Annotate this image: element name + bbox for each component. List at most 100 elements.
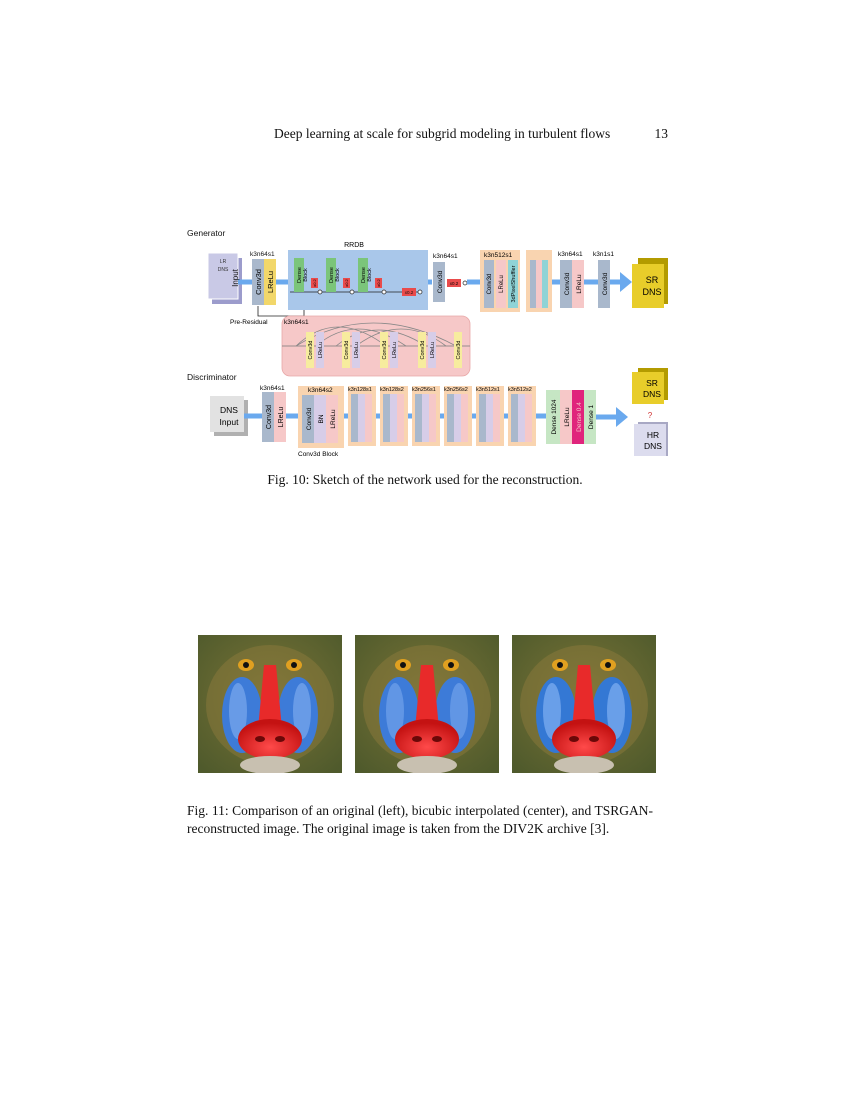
conv4-box — [598, 260, 610, 308]
dense-skip-arcs — [295, 322, 457, 347]
conv-block-label: Conv3d Block — [298, 451, 339, 458]
upsample2-c — [542, 260, 548, 308]
lr-label: LR — [220, 259, 227, 265]
conv1-box — [252, 259, 264, 305]
figure-11-images — [198, 635, 657, 773]
upsample-conv-label: Conv3d — [487, 274, 493, 295]
upsample-lrelu-label: LReLu — [499, 275, 505, 293]
disc-conv1-label: Conv3d — [266, 405, 273, 429]
lrelu1-label: LReLu — [266, 271, 275, 293]
lrelu3-label: LReLu — [576, 274, 583, 294]
block1-lrelu-label: LReLu — [330, 409, 337, 429]
dense-layer-2-label: LReLu — [318, 342, 324, 358]
disc-input-label: Input — [220, 417, 240, 427]
disc-hr-label: HR — [647, 430, 659, 440]
sum-node-1 — [317, 289, 323, 295]
conv2-spec: k3n64s1 — [433, 253, 458, 260]
discriminator-label: Discriminator — [187, 372, 237, 382]
dense-block-2-a: Dense — [329, 267, 335, 283]
dense-layer-1-label: Conv3d — [308, 341, 314, 360]
upsample-spec: k3n512s1 — [484, 252, 513, 259]
block6-spec: k3n512s1 — [476, 387, 500, 393]
sum-node-5 — [462, 280, 468, 286]
scale-label-5: x0.2 — [450, 281, 459, 286]
upsample2-b — [536, 260, 542, 308]
lrelu3-box — [572, 260, 584, 308]
block4-spec: k3n256s1 — [412, 387, 436, 393]
sum-node-2 — [349, 289, 355, 295]
generator-label: Generator — [187, 228, 225, 238]
dense-1-box — [584, 390, 596, 444]
block1-bn — [314, 395, 326, 443]
figure-10: Generator Discriminator LR DNS Input k3n… — [186, 226, 674, 462]
conv3-spec: k3n64s1 — [558, 251, 583, 258]
scale-label-1: x0.2 — [312, 278, 317, 286]
disc-lrelu-box — [560, 390, 572, 444]
dense-block-1-b: Block — [303, 268, 309, 282]
arrow-head-7 — [620, 272, 632, 292]
scale-label-3: x0.2 — [376, 278, 381, 286]
upsample-conv — [484, 260, 494, 308]
page-number: 13 — [654, 126, 669, 141]
block1-bn-label: BN — [318, 414, 325, 423]
dense-1024-box — [546, 390, 560, 444]
dense-layer-4 — [352, 332, 360, 368]
scale-box-3 — [375, 278, 382, 288]
disc-hr-dns-label: DNS — [644, 441, 662, 451]
dense-layer-5-label: Conv3d — [382, 341, 388, 360]
conv4-label: Conv3d — [602, 272, 609, 295]
block5-spec: k3n256s2 — [444, 387, 468, 393]
disc-lrelu1-label: LReLu — [278, 407, 285, 428]
scale-box-2 — [343, 278, 350, 288]
tsrgan-image — [512, 635, 656, 773]
dense-layer-5 — [380, 332, 388, 368]
conv3-label: Conv3d — [564, 272, 571, 295]
lrelu1-box — [264, 259, 276, 305]
dense-1024-label: Dense 1024 — [551, 399, 558, 434]
dns-input-box — [210, 396, 244, 432]
disc-lrelu1-box — [274, 392, 286, 442]
dns-label: DNS — [218, 267, 229, 273]
block1-conv-label: Conv3d — [306, 407, 313, 430]
dense-layer-7-label: Conv3d — [420, 341, 426, 360]
lr-input-front — [207, 252, 239, 300]
disc-hr-box — [634, 424, 666, 456]
dense-layer-6-label: LReLu — [392, 342, 398, 358]
pre-residual-label: Pre-Residual — [230, 319, 268, 326]
conv2-box — [433, 262, 445, 302]
running-title: Deep learning at scale for subgrid model… — [274, 126, 611, 141]
figure-10-caption: Fig. 10: Sketch of the network used for … — [267, 472, 583, 487]
dense-layer-1 — [306, 332, 314, 368]
dense-1-label: Dense 1 — [588, 405, 595, 430]
dense-layer-4-label: LReLu — [354, 342, 360, 358]
dense-block-2-b: Block — [335, 268, 341, 282]
dense-04-label: Dense 0.4 — [576, 402, 583, 432]
upsample-shuffler — [508, 260, 518, 308]
dense-layer-6 — [390, 332, 398, 368]
dense-block-1 — [294, 258, 304, 292]
conv3-box — [560, 260, 572, 308]
sr-dns-label: DNS — [642, 287, 661, 297]
scale-box-4 — [402, 288, 416, 296]
dense-spec: k3n64s1 — [284, 319, 309, 326]
question-mark: ? — [648, 411, 653, 420]
disc-sr-dns-label: DNS — [643, 389, 661, 399]
conv1-label: Conv3d — [254, 269, 263, 295]
block1-lrelu — [326, 395, 338, 443]
disc-dns-label: DNS — [220, 405, 238, 415]
scale-label-4: x0.2 — [405, 290, 414, 295]
scale-label-2: x0.2 — [344, 278, 349, 286]
bicubic-image — [355, 635, 499, 773]
dense-block-3 — [358, 258, 368, 292]
dense-block-3-b: Block — [367, 268, 373, 282]
upsample-lrelu — [496, 260, 506, 308]
dense-layer-9-label: Conv3d — [456, 341, 462, 360]
block1-spec: k3n64s2 — [308, 387, 333, 394]
sum-node-4 — [417, 289, 423, 295]
scale-box-5 — [447, 279, 461, 287]
dense-block-3-a: Dense — [361, 267, 367, 283]
dense-layer-9 — [454, 332, 462, 368]
dense-layer-8 — [428, 332, 436, 368]
original-image — [198, 635, 342, 773]
conv2-label: Conv3d — [437, 270, 444, 293]
